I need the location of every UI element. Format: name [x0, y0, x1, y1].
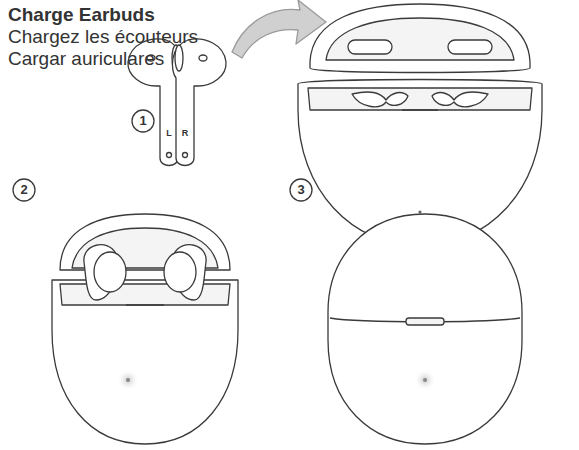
charging-case-with-earbuds — [52, 214, 238, 444]
callout-circle — [290, 179, 312, 201]
charging-case-open — [298, 4, 542, 246]
right-earbud — [172, 39, 226, 166]
callout-number: 3 — [297, 183, 304, 198]
callout-circle — [132, 110, 154, 132]
callout-number: 2 — [20, 183, 27, 198]
subtitle: Chargez les écouteurs — [8, 26, 198, 48]
title: Charge Earbuds — [8, 4, 155, 26]
side-mark: L — [166, 128, 172, 138]
callout-circle — [13, 179, 35, 201]
callout-number: 1 — [139, 114, 146, 129]
subtitle: Cargar auriculares — [8, 48, 164, 70]
side-mark: R — [182, 128, 189, 138]
charging-case-closed — [328, 214, 522, 444]
